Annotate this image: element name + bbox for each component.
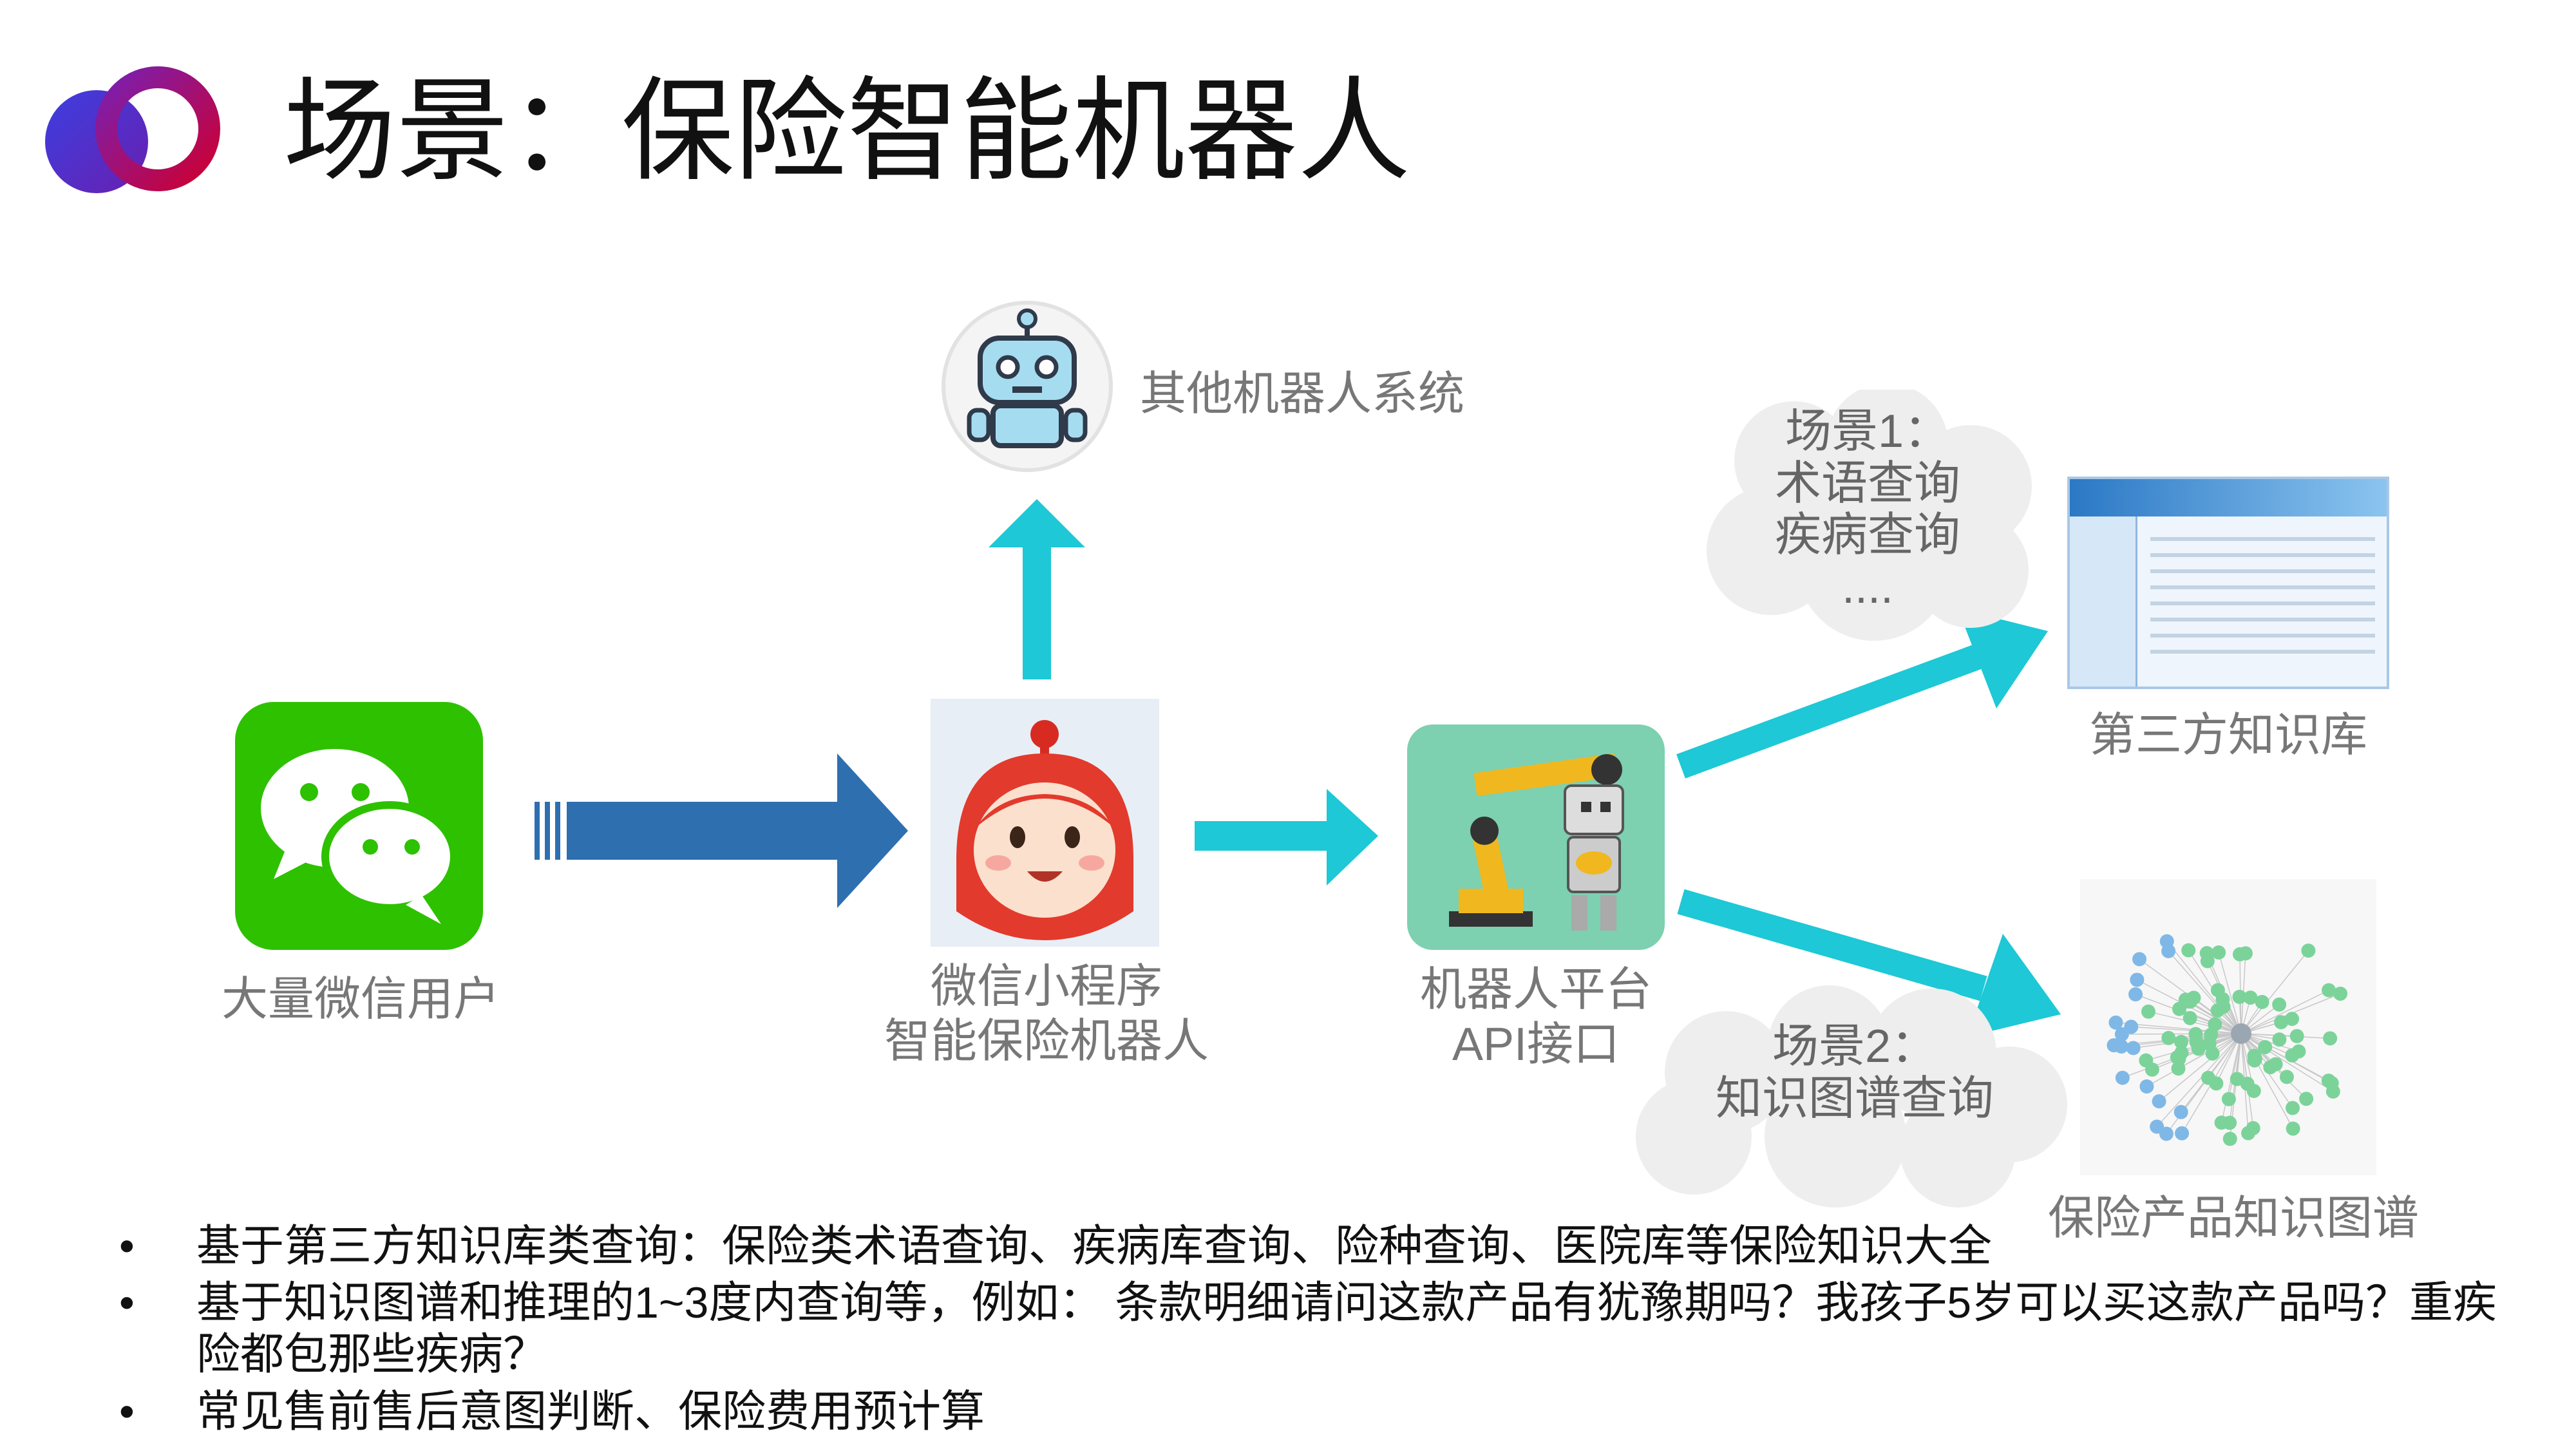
graph-node [2221,1092,2236,1106]
platform-label: 机器人平台 API接口 [1372,963,1700,1072]
big-arrow-icon [535,753,908,908]
graph-node [2199,946,2214,961]
graph-node [2189,1034,2204,1049]
graph-node [2299,1092,2314,1106]
bullet-item: 基于知识图谱和推理的1~3度内查询等，例如： 条款明细请问这款产品有犹豫期吗？我… [119,1277,2502,1380]
graph-node [2178,992,2193,1007]
graph-node [2128,987,2143,1001]
graph-node [2174,1034,2188,1049]
scene2-line1: 场景2： [1772,1021,1938,1072]
graph-node [2285,1048,2300,1063]
graph-node [2232,947,2247,961]
graph-node [2243,990,2258,1005]
graph-node [2126,1041,2141,1056]
graph-node [2114,1027,2129,1041]
up-arrow-icon [989,499,1085,679]
scene2-text: 场景2： 知识图谱查询 [1649,1021,2061,1124]
scene1-line1: 场景1： [1785,406,1951,457]
graph-node [2279,1070,2294,1084]
graph-node [2210,1003,2225,1018]
graph-node [2301,943,2316,958]
mascot-icon [931,699,1159,947]
graph-node [2108,1015,2123,1030]
graph-node [2205,1046,2220,1061]
kb-sidebar [2070,516,2137,687]
graph-node [2222,1132,2237,1146]
bullet-list: 基于第三方知识库类查询：保险类术语查询、疾病库查询、险种查询、医院库等保险知识大… [119,1220,2502,1443]
robot-head-icon [942,301,1113,472]
industrial-robot-arm-icon [1407,724,1665,950]
network-graph-icon [2080,879,2376,1175]
graph-node [2322,983,2336,998]
kb-header-bar [2070,479,2387,516]
graph-node [2258,1040,2273,1055]
graph-node [2333,987,2348,1001]
scene2-cloud-icon [1636,985,2067,1208]
graph-node [2211,945,2226,960]
bullet-item: 常见售前售后意图判断、保险费用预计算 [119,1386,2502,1437]
graph-node [2132,952,2147,967]
graph-node [2161,1030,2176,1045]
graph-node [2152,1094,2166,1109]
graph-node [2325,1084,2340,1099]
miniprogram-label-line2: 智能保险机器人 [884,1015,1209,1067]
wechat-icon [235,702,483,950]
graph-node [2263,1060,2278,1075]
arrow-to-graph-icon [1677,889,2061,1037]
graph-node [2240,1076,2255,1091]
graph-node [2246,1121,2260,1135]
scene2-line2: 知识图谱查询 [1715,1072,1994,1124]
arrow-to-kb-icon [1676,612,2048,779]
graph-node [2130,972,2145,987]
graph-node [2175,1126,2190,1141]
graph-node [2323,1031,2338,1046]
graph-node [2286,1121,2300,1136]
graph-node [2285,1101,2300,1115]
graph-node [2107,1038,2121,1053]
other-robots-label: 其他机器人系统 [1140,368,1465,420]
graph-node [2161,943,2176,958]
graph-hub-node [2231,1023,2251,1044]
graph-node [2181,943,2196,958]
graph-node [2141,1004,2156,1019]
graph-node [2139,1053,2154,1068]
graph-node [2274,1015,2289,1030]
graph-node [2183,1010,2197,1025]
graph-node [2232,989,2247,1004]
scene1-cloud-icon [1707,390,2032,641]
graph-node [2174,1045,2189,1060]
graph-node [2289,1028,2304,1043]
scene1-line3: 疾病查询 [1774,509,1960,562]
graph-node [2210,983,2225,998]
right-arrow-icon [1195,789,1378,886]
bullet-item: 基于第三方知识库类查询：保险类术语查询、疾病库查询、险种查询、医院库等保险知识大… [119,1220,2502,1272]
graph-node [2247,1048,2262,1063]
graph-node [2272,1032,2287,1047]
graph-node [2174,1104,2188,1119]
platform-label-line2: API接口 [1452,1018,1620,1070]
graph-node [2209,1076,2224,1091]
web-portal-screenshot-icon [2067,477,2389,689]
graph-node [2204,1027,2219,1042]
users-label: 大量微信用户 [221,974,500,1025]
graph-node [2139,1079,2154,1094]
scene1-line4: .... [1841,561,1893,613]
graph-node [2255,994,2269,1009]
graph-node [2285,1012,2300,1027]
graph-node [2222,1115,2237,1130]
kb-label: 第三方知识库 [2088,710,2367,761]
graph-node [2115,1070,2130,1085]
miniprogram-label-line1: 微信小程序 [930,961,1162,1012]
ring-logo-icon [45,66,220,193]
scene1-line2: 术语查询 [1774,457,1960,509]
scene1-text: 场景1： 术语查询 疾病查询 .... [1687,406,2048,614]
miniprogram-label: 微信小程序 智能保险机器人 [857,960,1236,1069]
page-title: 场景：保险智能机器人 [283,69,1410,194]
graph-node [2272,997,2287,1012]
graph-node [2150,1119,2164,1134]
platform-label-line1: 机器人平台 [1419,964,1652,1016]
